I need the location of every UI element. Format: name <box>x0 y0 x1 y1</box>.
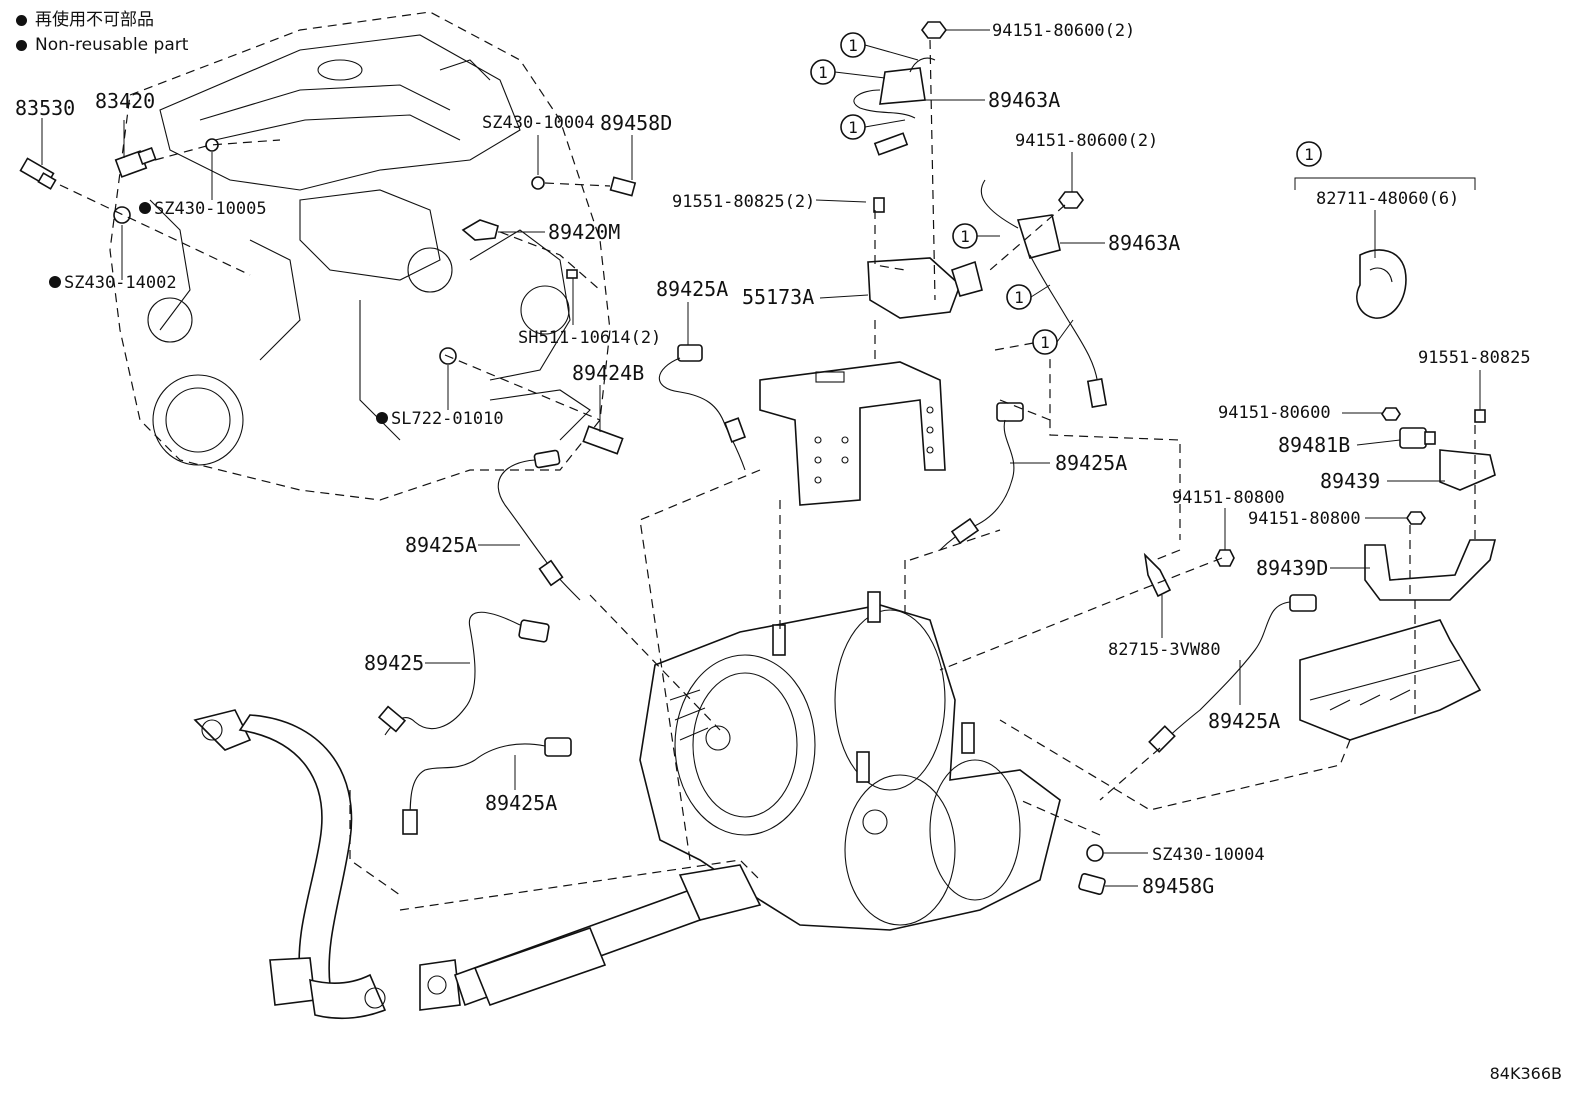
label-sz430-10004-top: SZ430-10004 <box>482 113 595 133</box>
catalytic-converter-dpf <box>639 591 1061 931</box>
label-89425a-left: 89425A <box>405 533 477 557</box>
bracket-89439[interactable] <box>1439 449 1496 491</box>
callout-circle: 1 <box>952 223 1000 249</box>
label-89481b: 89481B <box>1278 433 1350 457</box>
svg-text:1: 1 <box>1014 288 1024 307</box>
pressure-sensor-89481b[interactable] <box>1399 427 1436 449</box>
label-55173a: 55173A <box>742 285 814 309</box>
label-sz430-10004-bottom: SZ430-10004 <box>1152 845 1265 865</box>
callout-circle: 1 <box>840 114 906 140</box>
nut-94151-80600-top[interactable] <box>921 21 947 39</box>
label-94151-80600-2b: 94151-80600(2) <box>1015 131 1158 151</box>
label-89425a-right: 89425A <box>1055 451 1127 475</box>
assembly-guide-lines <box>59 39 1476 911</box>
label-sz430-10005: SZ430-10005 <box>154 199 267 219</box>
label-94151-80600: 94151-80600 <box>1218 403 1331 423</box>
engine-block-illustration <box>109 11 611 501</box>
label-89420m: 89420M <box>548 220 620 244</box>
non-reusable-bullet-icon <box>139 202 151 214</box>
bolt-91551-80825[interactable] <box>1474 409 1486 423</box>
svg-text:1: 1 <box>818 63 828 82</box>
exhaust-temp-sensor-89425a-far-right[interactable] <box>1148 594 1317 753</box>
callout-circle: 1 <box>810 59 886 85</box>
air-fuel-sensor-89463a-top[interactable] <box>853 57 936 156</box>
front-exhaust-pipe <box>193 709 387 1020</box>
legend-text-en: Non-reusable part <box>35 35 189 55</box>
legend-row-jp: 再使用不可部品 <box>16 8 188 33</box>
label-91551-80825: 91551-80825 <box>1418 348 1531 368</box>
label-89425a-lower: 89425A <box>485 791 557 815</box>
label-sz430-14002: SZ430-14002 <box>64 273 177 293</box>
svg-text:1: 1 <box>960 227 970 246</box>
label-89439: 89439 <box>1320 469 1380 493</box>
gasket-sz430-10004-bottom[interactable] <box>1086 844 1104 862</box>
sensor-83530[interactable] <box>19 157 57 190</box>
label-89458g: 89458G <box>1142 874 1214 898</box>
label-82711-48060: 82711-48060(6) <box>1316 189 1459 209</box>
legend-row-en: Non-reusable part <box>16 33 188 58</box>
air-fuel-sensor-89463a-mid[interactable] <box>951 179 1108 408</box>
label-94151-80600-2a: 94151-80600(2) <box>992 21 1135 41</box>
center-exhaust-pipe <box>419 864 762 1011</box>
sensor-89420m[interactable] <box>461 219 499 241</box>
callout-circle: 1 <box>1294 141 1476 258</box>
exhaust-temp-sensor-89425a-right[interactable] <box>939 402 1024 551</box>
label-89425a-upper: 89425A <box>656 277 728 301</box>
sensor-mount-bracket <box>759 361 946 506</box>
exhaust-temp-sensor-89425a-upper[interactable] <box>658 344 747 471</box>
bolt-sh511-10614[interactable] <box>566 269 578 279</box>
gasket-sz430-10004-top[interactable] <box>531 176 545 190</box>
sensor-83420[interactable] <box>114 146 157 178</box>
heat-insulator <box>1299 619 1482 741</box>
label-89439d: 89439D <box>1256 556 1328 580</box>
label-83530: 83530 <box>15 96 75 120</box>
label-91551-80825-2: 91551-80825(2) <box>672 192 815 212</box>
svg-text:1: 1 <box>1040 333 1050 352</box>
callout-markers: 1 1 1 1 1 1 1 <box>810 32 1476 355</box>
sensor-89424b[interactable] <box>582 425 624 455</box>
label-82715-3vw80: 82715-3VW80 <box>1108 640 1221 660</box>
label-94151-80800-b: 94151-80800 <box>1248 509 1361 529</box>
callout-circle: 1 <box>840 32 919 61</box>
svg-text:1: 1 <box>1304 145 1314 164</box>
exhaust-temp-sensor-89425[interactable] <box>377 611 550 736</box>
label-94151-80800-a: 94151-80800 <box>1172 488 1285 508</box>
label-89463a-top: 89463A <box>988 88 1060 112</box>
part-labels: 83530 83420 SZ430-10005 SZ430-14002 SZ43… <box>15 21 1531 898</box>
legend: 再使用不可部品 Non-reusable part <box>16 8 188 58</box>
label-89463a-mid: 89463A <box>1108 231 1180 255</box>
label-89458d: 89458D <box>600 111 672 135</box>
sensor-89458d[interactable] <box>609 176 637 197</box>
exhaust-temp-sensor-89425a-left[interactable] <box>497 449 581 601</box>
hose-82711-48060[interactable] <box>1356 249 1407 319</box>
non-reusable-bullet-icon <box>49 276 61 288</box>
nut-94151-80600-mid[interactable] <box>1058 191 1084 209</box>
clamp-82715-3vw80[interactable] <box>1143 552 1172 598</box>
callout-circle: 1 <box>1032 319 1074 355</box>
leader-lines <box>41 29 1481 887</box>
svg-text:1: 1 <box>848 118 858 137</box>
nut-94151-80600-right[interactable] <box>1381 407 1401 421</box>
callout-circle: 1 <box>1006 284 1051 310</box>
label-83420: 83420 <box>95 89 155 113</box>
exhaust-temp-sensor-89425a-lower[interactable] <box>402 737 572 835</box>
nut-94151-80800-b[interactable] <box>1406 511 1426 525</box>
filled-circle-icon <box>16 15 27 26</box>
nut-94151-80800-a[interactable] <box>1215 549 1235 567</box>
label-89424b: 89424B <box>572 361 644 385</box>
label-89425a-far-right: 89425A <box>1208 709 1280 733</box>
label-sh511-10614: SH511-10614(2) <box>518 328 661 348</box>
filled-circle-icon <box>16 40 27 51</box>
bracket-89439d[interactable] <box>1364 539 1497 601</box>
legend-text-jp: 再使用不可部品 <box>35 10 154 30</box>
svg-text:1: 1 <box>848 36 858 55</box>
sensor-89458g[interactable] <box>1078 873 1106 895</box>
diagram-code: 84K366B <box>1489 1064 1562 1083</box>
bracket-55173a[interactable] <box>867 197 961 319</box>
non-reusable-bullet-icon <box>376 412 388 424</box>
label-89425: 89425 <box>364 651 424 675</box>
label-sl722-01010: SL722-01010 <box>391 409 504 429</box>
